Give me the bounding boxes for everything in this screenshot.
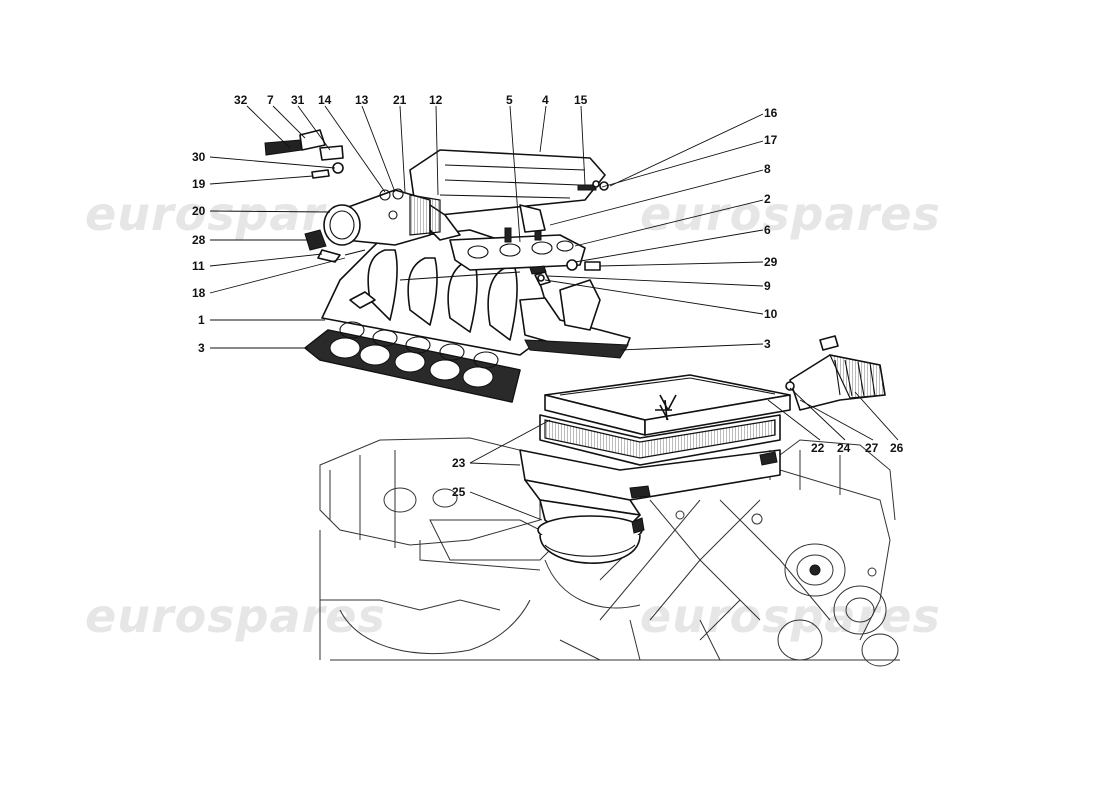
callout-24: 24 bbox=[837, 441, 851, 455]
callout-8: 8 bbox=[764, 162, 771, 176]
engine-block bbox=[319, 437, 900, 667]
watermark-layer: eurospares eurospares eurospares eurospa… bbox=[85, 187, 941, 643]
watermark-top-right: eurospares bbox=[640, 187, 941, 241]
callout-20: 20 bbox=[192, 204, 206, 218]
hardware-right bbox=[529, 180, 609, 286]
callout-2: 2 bbox=[764, 192, 771, 206]
callout-29: 29 bbox=[764, 255, 778, 269]
callout-15: 15 bbox=[574, 93, 588, 107]
callout-14: 14 bbox=[318, 93, 332, 107]
callout-22: 22 bbox=[811, 441, 825, 455]
air-intake-duct bbox=[659, 335, 886, 421]
callout-11: 11 bbox=[192, 259, 205, 273]
callout-18: 18 bbox=[192, 286, 206, 300]
callout-13: 13 bbox=[355, 93, 369, 107]
callout-28: 28 bbox=[192, 233, 206, 247]
callout-5: 5 bbox=[506, 93, 513, 107]
callout-19: 19 bbox=[192, 177, 206, 191]
callout-23: 23 bbox=[452, 456, 466, 470]
callout-27: 27 bbox=[865, 441, 879, 455]
callout-30: 30 bbox=[192, 150, 206, 164]
callout-3-right: 3 bbox=[764, 337, 771, 351]
leader-lines bbox=[209, 105, 899, 521]
callout-26: 26 bbox=[890, 441, 904, 455]
callout-10: 10 bbox=[764, 307, 778, 321]
callout-9: 9 bbox=[764, 279, 771, 293]
gasket-left bbox=[304, 329, 521, 403]
plenum-flange bbox=[449, 225, 586, 271]
callout-4: 4 bbox=[542, 93, 549, 107]
watermark-bottom-right: eurospares bbox=[640, 589, 941, 643]
throttle-body bbox=[323, 188, 441, 246]
callout-12: 12 bbox=[429, 93, 443, 107]
callout-6: 6 bbox=[764, 223, 771, 237]
callout-16: 16 bbox=[764, 106, 778, 120]
air-cleaner bbox=[519, 374, 791, 564]
intake-manifold bbox=[321, 229, 631, 369]
callout-21: 21 bbox=[393, 93, 407, 107]
callout-32: 32 bbox=[234, 93, 248, 107]
watermark-bottom-left: eurospares bbox=[85, 589, 386, 643]
callout-labels: 32 7 31 14 13 21 12 5 4 15 16 17 8 2 6 2… bbox=[192, 93, 904, 499]
callout-31: 31 bbox=[291, 93, 305, 107]
callout-3-left: 3 bbox=[198, 341, 205, 355]
callout-1: 1 bbox=[198, 313, 205, 327]
callout-25: 25 bbox=[452, 485, 466, 499]
callout-17: 17 bbox=[764, 133, 778, 147]
callout-7: 7 bbox=[267, 93, 274, 107]
